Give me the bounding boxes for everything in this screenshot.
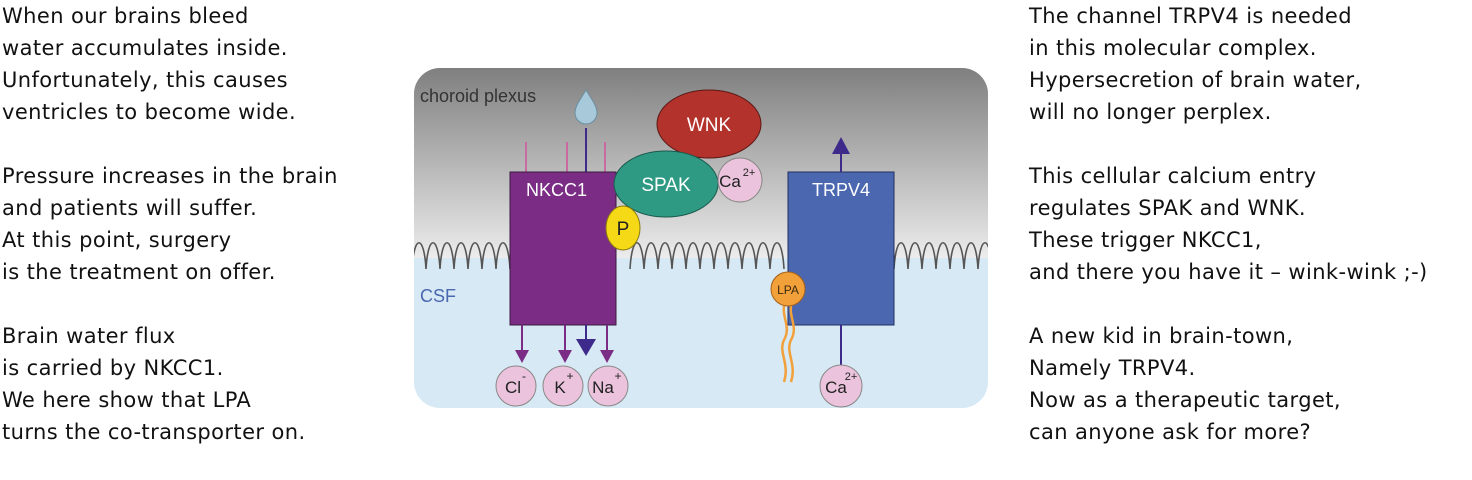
- poem-right-stanza: The channel TRPV4 is needed in this molec…: [1029, 0, 1428, 128]
- microvilli-membrane: [414, 242, 988, 270]
- diagram: choroid plexus CSF NKCC1 WNK SPAK Ca 2+ …: [414, 68, 988, 408]
- poem-right: The channel TRPV4 is needed in this molec…: [1029, 0, 1428, 480]
- poem-line: and patients will suffer.: [2, 196, 258, 220]
- poem-line: in this molecular complex.: [1029, 36, 1317, 60]
- wnk-kinase: [656, 89, 762, 159]
- poem-line: and there you have it – wink-wink ;-): [1029, 260, 1428, 284]
- chloride-ion: [495, 365, 537, 407]
- nkcc1-label: NKCC1: [526, 180, 587, 200]
- sodium-charge: +: [614, 369, 621, 383]
- poem-line: regulates SPAK and WNK.: [1029, 196, 1306, 220]
- trpv4-label: TRPV4: [812, 180, 870, 200]
- spak-label: SPAK: [641, 175, 691, 196]
- poem-line: At this point, surgery: [2, 228, 232, 252]
- calcium-csf-charge: 2+: [845, 371, 858, 383]
- potassium-charge: +: [566, 369, 573, 383]
- poem-line: When our brains bleed: [2, 4, 249, 28]
- poem-line: turns the co-transporter on.: [2, 420, 306, 444]
- wnk-label: WNK: [687, 115, 732, 136]
- nkcc1-arrow-k-head: [558, 350, 572, 363]
- poem-line: Hypersecretion of brain water,: [1029, 68, 1362, 92]
- lpa-head: [770, 271, 806, 307]
- calcium-csf-label: Ca: [825, 378, 847, 397]
- poem-line: A new kid in brain-town,: [1029, 324, 1294, 348]
- poem-line: This cellular calcium entry: [1029, 164, 1317, 188]
- csf-label: CSF: [420, 286, 456, 306]
- poem-line: These trigger NKCC1,: [1029, 228, 1262, 252]
- poem-line: is carried by NKCC1.: [2, 356, 224, 380]
- lpa-label: LPA: [777, 283, 799, 297]
- trpv4-channel: [787, 171, 895, 326]
- poem-left: When our brains bleed water accumulates i…: [2, 0, 338, 480]
- poem-right-stanza: A new kid in brain-town, Namely TRPV4. Now…: [1029, 320, 1428, 448]
- trpv4-arrow-head: [832, 137, 850, 154]
- potassium-ion: [542, 365, 584, 407]
- poem-line: ventricles to become wide.: [2, 100, 297, 124]
- water-drop-icon: [574, 89, 598, 125]
- poem-right-stanza: This cellular calcium entry regulates SPA…: [1029, 160, 1428, 288]
- poem-left-stanza: When our brains bleed water accumulates i…: [2, 0, 338, 128]
- potassium-label: K: [554, 378, 566, 397]
- poem-line: can anyone ask for more?: [1029, 420, 1312, 444]
- poem-line: water accumulates inside.: [2, 36, 288, 60]
- nkcc1-arrow-water-head: [576, 339, 596, 356]
- calcium-ion-complex: [717, 157, 763, 203]
- poem-line: Brain water flux: [2, 324, 176, 348]
- poem-left-stanza: Brain water flux is carried by NKCC1. We h…: [2, 320, 338, 448]
- sodium-label: Na: [592, 378, 614, 397]
- nkcc1-transporter: [509, 171, 617, 326]
- poem-line: Pressure increases in the brain: [2, 164, 338, 188]
- choroid-plexus-label: choroid plexus: [420, 86, 536, 106]
- nkcc1-arrow-cl-head: [515, 350, 529, 363]
- calcium-complex-charge: 2+: [743, 167, 756, 179]
- poem-line: Namely TRPV4.: [1029, 356, 1196, 380]
- calcium-complex-label: Ca: [719, 172, 741, 191]
- poem-line: We here show that LPA: [2, 388, 252, 412]
- poem-line: Now as a therapeutic target,: [1029, 388, 1341, 412]
- phospho-group: [605, 205, 641, 251]
- poem-line: Unfortunately, this causes: [2, 68, 288, 92]
- poem-line: The channel TRPV4 is needed: [1029, 4, 1352, 28]
- calcium-ion-csf: [819, 364, 863, 408]
- poem-left-stanza: Pressure increases in the brain and patie…: [2, 160, 338, 288]
- nkcc1-arrow-na-head: [600, 350, 614, 363]
- poem-line: will no longer perplex.: [1029, 100, 1272, 124]
- chloride-label: Cl: [505, 378, 521, 397]
- lpa-tail-2: [788, 301, 796, 383]
- phospho-label: P: [617, 219, 630, 240]
- chloride-charge: -: [522, 369, 526, 383]
- sodium-ion: [587, 365, 629, 407]
- poem-line: is the treatment on offer.: [2, 260, 276, 284]
- lpa-tail-1: [781, 301, 789, 383]
